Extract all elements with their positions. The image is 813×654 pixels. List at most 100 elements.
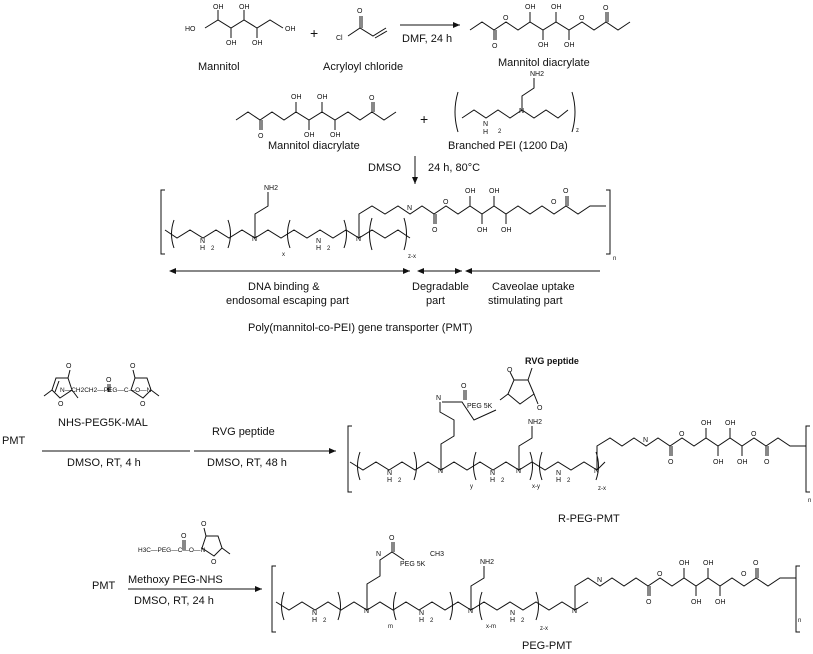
atom-label: O — [507, 367, 513, 374]
subscript: 2 — [521, 618, 525, 624]
degradable-label-line2: part — [426, 295, 445, 307]
atom-label: O — [657, 571, 663, 578]
atom-label: N — [483, 121, 488, 128]
peg-label: PEG 5K — [467, 403, 493, 410]
subscript: x — [282, 252, 285, 258]
subscript: n — [613, 256, 616, 262]
atom-label: OH — [291, 94, 302, 101]
nhs-peg-mal-label: NHS-PEG5K-MAL — [58, 417, 148, 429]
step3: PMT O O O O O N—CH2CH2—PEG—C—O—N NHS-PEG… — [2, 356, 811, 525]
atom-label: Cl — [336, 35, 343, 42]
atom-label: O — [579, 15, 585, 22]
pmt-start-label-2: PMT — [92, 580, 116, 592]
atom-label: H — [316, 245, 321, 252]
reagent-chain: N—CH2CH2—PEG—C—O—N — [60, 387, 152, 394]
rvg-peptide-attached-label: RVG peptide — [525, 356, 579, 366]
atom-label: O — [357, 8, 363, 15]
atom-label: H — [312, 617, 317, 624]
pmt-title: Poly(mannitol-co-PEI) gene transporter (… — [248, 322, 472, 334]
atom-label: N — [438, 468, 443, 475]
atom-label: N — [519, 108, 524, 115]
atom-label: OH — [538, 42, 549, 49]
atom-label: OH — [564, 42, 575, 49]
atom-label: O — [753, 560, 759, 567]
atom-label: N — [436, 395, 441, 402]
atom-label: H — [490, 477, 495, 484]
subscript: y — [470, 484, 473, 490]
atom-label: OH — [239, 4, 250, 11]
subscript: n — [798, 618, 801, 624]
subscript: z — [576, 128, 579, 134]
step3-cond1: DMSO, RT, 4 h — [67, 457, 141, 469]
atom-label: O — [58, 401, 64, 408]
pmt-start-label: PMT — [2, 435, 26, 447]
atom-label: O — [492, 43, 498, 50]
subscript: x-m — [486, 624, 496, 630]
atom-label: O — [741, 571, 747, 578]
atom-label: OH — [691, 599, 702, 606]
step4-cond: DMSO, RT, 24 h — [134, 595, 214, 607]
mannitol-diacrylate-structure: O O O O OH OH OH OH — [469, 4, 631, 50]
subscript: z-x — [598, 486, 606, 492]
r-peg-pmt-structure: n RVG peptide N O PEG 5K O O NH2 N H — [347, 356, 811, 504]
mannitol-diacrylate-label: Mannitol diacrylate — [498, 57, 590, 69]
step1: HO OH OH OH OH OH Mannitol + O Cl Acrylo… — [185, 4, 631, 73]
subscript: n — [808, 498, 811, 504]
atom-label: OH — [465, 188, 476, 195]
atom-label: N — [387, 470, 392, 477]
atom-label: O — [751, 431, 757, 438]
atom-label: N — [364, 608, 369, 615]
subscript: 2 — [327, 246, 331, 252]
atom-label: O — [563, 188, 569, 195]
atom-label: NH2 — [264, 185, 278, 192]
atom-label: OH — [317, 94, 328, 101]
atom-label: N — [572, 608, 577, 615]
peg-pmt-structure: n O N PEG 5K CH3 NH2 N H 2 N m N H 2 N x — [271, 535, 801, 633]
atom-label: O — [201, 521, 207, 528]
atom-label: N — [510, 610, 515, 617]
atom-label: NH2 — [530, 71, 544, 78]
step1-conditions: DMF, 24 h — [402, 33, 452, 45]
atom-label: OH — [304, 132, 315, 139]
atom-label: OH — [679, 560, 690, 567]
step2-conditions: 24 h, 80°C — [428, 162, 480, 174]
atom-label: OH — [252, 40, 263, 47]
branched-pei-structure: N H 2 N NH2 z — [454, 71, 579, 136]
reagent-chain: H3C—PEG—C—O—N — [138, 547, 205, 554]
atom-label: O — [432, 227, 438, 234]
subscript: 2 — [211, 246, 215, 252]
atom-label: O — [106, 377, 112, 384]
atom-label: N — [376, 551, 381, 558]
atom-label: O — [66, 363, 72, 370]
acryloyl-chloride-structure: O Cl — [336, 8, 388, 42]
ch3-label: CH3 — [430, 551, 444, 558]
peg-label: PEG 5K — [400, 561, 426, 568]
dna-binding-label-line1: DNA binding & — [248, 281, 320, 293]
atom-label: O — [140, 401, 146, 408]
atom-label: OH — [477, 227, 488, 234]
mannitol-diacrylate-structure-2: O O OH OH OH OH — [235, 94, 397, 140]
atom-label: H — [387, 477, 392, 484]
subscript: 2 — [498, 129, 502, 135]
atom-label: O — [503, 15, 509, 22]
atom-label: N — [643, 437, 648, 444]
atom-label: O — [764, 459, 770, 466]
branched-pei-label: Branched PEI (1200 Da) — [448, 140, 568, 152]
atom-label: OH — [285, 26, 296, 33]
atom-label: OH — [551, 4, 562, 11]
acryloyl-chloride-label: Acryloyl chloride — [323, 61, 403, 73]
plus-sign: + — [420, 111, 428, 127]
degradable-label-line1: Degradable — [412, 281, 469, 293]
atom-label: O — [537, 405, 543, 412]
caveolae-label-line1: Caveolae uptake — [492, 281, 575, 293]
step2: O O OH OH OH OH Mannitol diacrylate + N … — [235, 71, 579, 184]
mannitol-diacrylate-label-2: Mannitol diacrylate — [268, 140, 360, 152]
atom-label: N — [597, 577, 602, 584]
atom-label: O — [130, 363, 136, 370]
atom-label: O — [211, 559, 217, 566]
subscript: z-x — [408, 254, 416, 260]
nhs-peg-mal-structure: O O O O O N—CH2CH2—PEG—C—O—N — [43, 363, 160, 408]
mannitol-label: Mannitol — [198, 61, 240, 73]
subscript: 2 — [323, 618, 327, 624]
